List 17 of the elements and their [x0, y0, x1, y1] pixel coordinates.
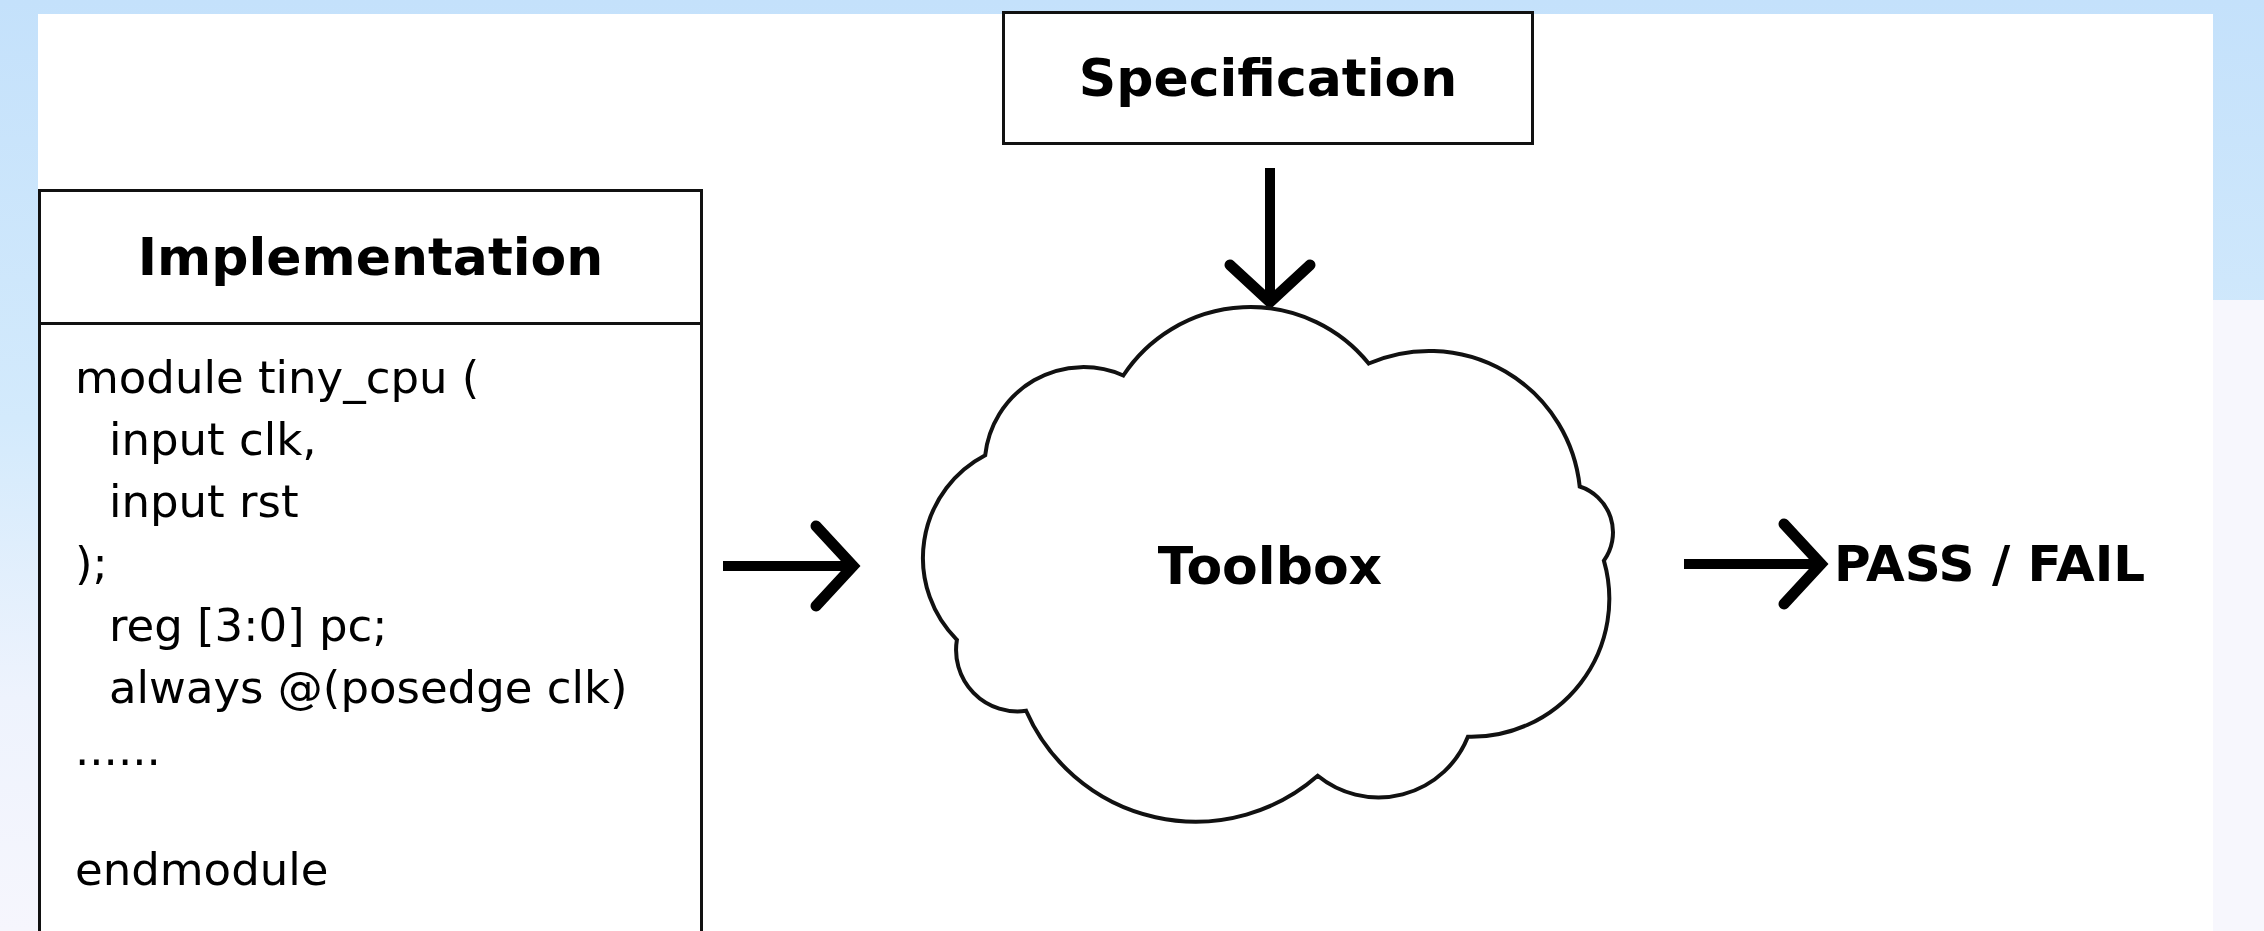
- code-line: input rst: [109, 474, 299, 530]
- code-line: reg [3:0] pc;: [109, 598, 388, 654]
- arrow: [723, 520, 859, 612]
- code-line: );: [75, 536, 108, 592]
- cloud-label: Toolbox: [1157, 536, 1383, 596]
- result-label: PASS / FAIL: [1834, 535, 2146, 593]
- box-heading: Implementation: [137, 227, 604, 287]
- box-label: Specification: [1078, 48, 1458, 108]
- code-line: endmodule: [75, 842, 329, 898]
- process-box: [1002, 11, 1534, 145]
- code-line: input clk,: [109, 412, 317, 468]
- code-line: module tiny_cpu (: [75, 350, 480, 406]
- arrow: [1684, 518, 1827, 610]
- code-line: always @(posedge clk): [109, 660, 628, 716]
- code-box: [38, 189, 703, 931]
- arrow: [1224, 168, 1316, 308]
- code-line: ......: [75, 722, 161, 778]
